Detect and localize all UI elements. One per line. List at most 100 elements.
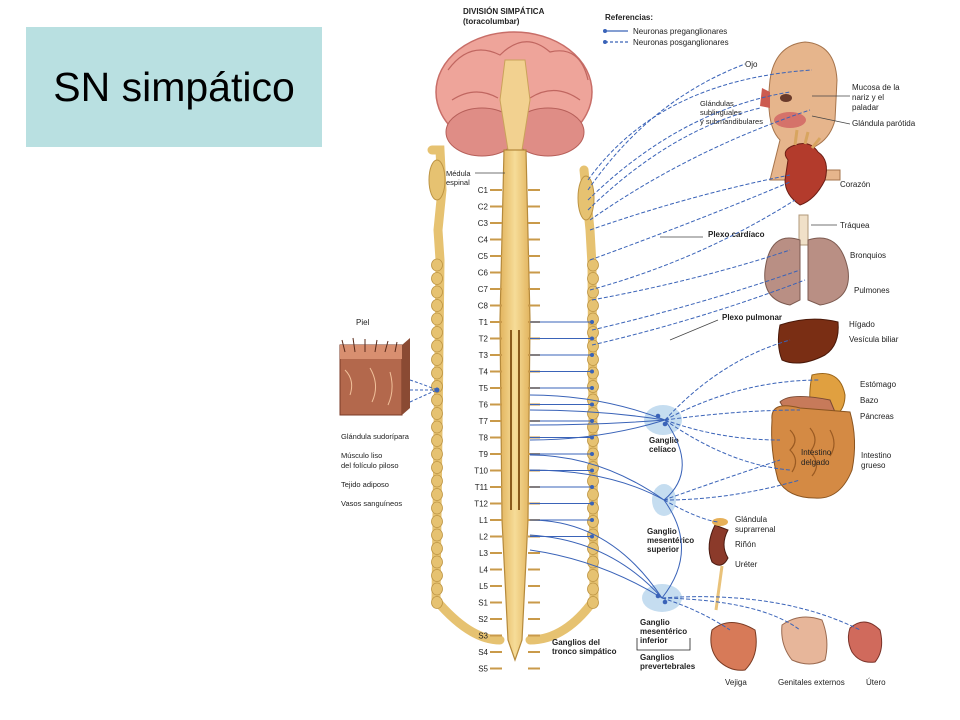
organ-ureter: Uréter bbox=[735, 560, 758, 569]
trunk-ganglion-right bbox=[587, 569, 599, 582]
skin-item-3: del folículo piloso bbox=[341, 461, 399, 470]
heart bbox=[784, 129, 827, 206]
segment-label-t4: T4 bbox=[479, 368, 489, 377]
organ-mucosa-2: nariz y el bbox=[852, 93, 884, 102]
division-title: DIVISIÓN SIMPÁTICA bbox=[463, 7, 545, 16]
pelvic-organs bbox=[710, 616, 883, 671]
segment-label-c5: C5 bbox=[478, 252, 489, 261]
ganglios-tronco-1: Ganglios del bbox=[552, 638, 600, 647]
segment-label-t3: T3 bbox=[479, 351, 489, 360]
segment-label-t5: T5 bbox=[479, 384, 489, 393]
ganglio-msup-2: mesentérico bbox=[647, 536, 694, 545]
segment-label-t6: T6 bbox=[479, 401, 489, 410]
organ-bronquios: Bronquios bbox=[850, 251, 886, 260]
organ-vejiga: Vejiga bbox=[725, 678, 747, 687]
organ-sublingual-2: sublinguales bbox=[700, 108, 742, 117]
synapse-dot-t1 bbox=[590, 320, 594, 324]
kidney bbox=[708, 518, 729, 611]
slide-title-box: SN simpático bbox=[26, 27, 322, 147]
synapse-dot-t11 bbox=[590, 485, 594, 489]
trunk-ganglion-right bbox=[587, 582, 599, 596]
trunk-ganglion-right bbox=[587, 555, 599, 569]
trunk-ganglion-left bbox=[431, 528, 443, 542]
organ-vesicula: Vesícula biliar bbox=[849, 335, 899, 344]
segment-label-c4: C4 bbox=[478, 236, 489, 245]
spinal-cord bbox=[499, 149, 531, 662]
ganglio-celiaco-2: celíaco bbox=[649, 445, 676, 454]
liver bbox=[777, 318, 839, 364]
trunk-ganglion-left bbox=[431, 569, 443, 582]
organ-int-delgado-2: delgado bbox=[801, 458, 830, 467]
skin-block: Piel bbox=[339, 318, 410, 416]
synapse-dot-t5 bbox=[590, 386, 594, 390]
trunk-ganglion-left bbox=[431, 272, 443, 285]
trunk-ganglion-left bbox=[431, 461, 443, 474]
plexo-pulmonar: Plexo pulmonar bbox=[722, 313, 782, 322]
skin-item-2: Músculo liso bbox=[341, 451, 382, 460]
segment-label-s3: S3 bbox=[478, 632, 488, 641]
segment-label-c6: C6 bbox=[478, 269, 489, 278]
organ-suprarrenal-1: Glándula bbox=[735, 515, 768, 524]
trunk-ganglion-left bbox=[431, 582, 443, 596]
trunk-ganglion-left bbox=[431, 393, 443, 407]
cord-label-2: espinal bbox=[446, 178, 470, 187]
segment-label-c7: C7 bbox=[478, 285, 489, 294]
trunk-ganglion-left bbox=[431, 434, 443, 447]
postganglionic-fibres bbox=[587, 63, 861, 631]
trunk-ganglion-right bbox=[587, 420, 599, 434]
segment-label-c8: C8 bbox=[478, 302, 489, 311]
ganglio-msup-1: Ganglio bbox=[647, 527, 677, 536]
segment-label-t1: T1 bbox=[479, 318, 489, 327]
organ-pancreas: Páncreas bbox=[860, 412, 894, 421]
organ-ojo: Ojo bbox=[745, 60, 758, 69]
trunk-ganglion-left bbox=[431, 515, 443, 528]
slide-title: SN simpático bbox=[53, 64, 295, 110]
trunk-ganglion-left bbox=[431, 339, 443, 353]
left-sympathetic-trunk bbox=[427, 145, 505, 645]
legend-pre-label: Neuronas preganglionares bbox=[633, 27, 727, 36]
brain bbox=[435, 31, 593, 157]
synapse-dot-l1 bbox=[590, 518, 594, 522]
synapse-dot-t7 bbox=[590, 419, 594, 423]
legend-post-dot bbox=[603, 40, 607, 44]
segment-label-t7: T7 bbox=[479, 417, 489, 426]
segment-label-c3: C3 bbox=[478, 219, 489, 228]
trunk-ganglion-left bbox=[431, 299, 443, 312]
organ-suprarrenal-2: suprarrenal bbox=[735, 525, 776, 534]
ganglio-minf-2: mesentérico bbox=[640, 627, 687, 636]
trunk-ganglion-left bbox=[431, 407, 443, 420]
trunk-ganglion-right bbox=[587, 407, 599, 420]
right-sympathetic-trunk bbox=[525, 165, 599, 645]
trunk-ganglion-left bbox=[431, 488, 443, 501]
organ-parotida: Glándula parótida bbox=[852, 119, 916, 128]
trunk-ganglion-left bbox=[431, 555, 443, 569]
header: DIVISIÓN SIMPÁTICA (toracolumbar) bbox=[463, 7, 545, 26]
cord-label-1: Médula bbox=[446, 169, 471, 178]
organ-rinon: Riñón bbox=[735, 540, 756, 549]
ganglio-minf-1: Ganglio bbox=[640, 618, 670, 627]
lungs bbox=[764, 214, 849, 306]
organ-corazon: Corazón bbox=[840, 180, 870, 189]
segment-label-c2: C2 bbox=[478, 203, 489, 212]
organ-int-delgado-1: Intestino bbox=[801, 448, 832, 457]
segment-label-t8: T8 bbox=[479, 434, 489, 443]
segment-label-c1: C1 bbox=[478, 186, 489, 195]
segment-labels: C1C2C3C4C5C6C7C8T1T2T3T4T5T6T7T8T9T10T11… bbox=[474, 186, 488, 674]
ganglio-msup-3: superior bbox=[647, 545, 679, 554]
trunk-ganglion-left bbox=[431, 542, 443, 555]
trunk-ganglion-left bbox=[431, 258, 443, 272]
ganglios-prevert-1: Ganglios bbox=[640, 653, 675, 662]
division-subtitle: (toracolumbar) bbox=[463, 17, 520, 26]
segment-label-t11: T11 bbox=[475, 483, 489, 492]
synapse-dot-t12 bbox=[590, 501, 594, 506]
segment-label-s1: S1 bbox=[478, 599, 488, 608]
trunk-ganglion-right bbox=[587, 258, 599, 272]
trunk-ganglion-left bbox=[431, 312, 443, 326]
organ-traquea: Tráquea bbox=[840, 221, 870, 230]
organ-higado: Hígado bbox=[849, 320, 875, 329]
segment-label-l5: L5 bbox=[479, 582, 488, 591]
organ-mucosa-1: Mucosa de la bbox=[852, 83, 900, 92]
organ-estomago: Estómago bbox=[860, 380, 897, 389]
ganglio-celiaco-1: Ganglio bbox=[649, 436, 679, 445]
